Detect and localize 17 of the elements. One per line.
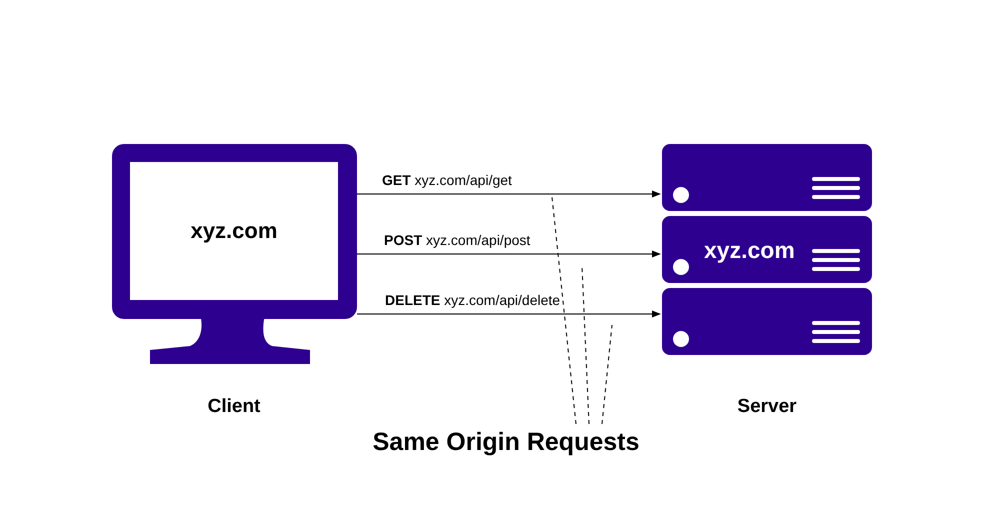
arrow	[356, 310, 661, 318]
edge-label: POST xyz.com/api/post	[384, 231, 530, 250]
edge-label: GET xyz.com/api/get	[382, 171, 512, 190]
server-unit	[662, 216, 872, 283]
server-text: xyz.com	[704, 236, 795, 265]
edge-label: DELETE xyz.com/api/delete	[385, 291, 560, 310]
caption-title: Same Origin Requests	[372, 427, 640, 458]
device-label: Client	[206, 395, 262, 419]
leader-line	[582, 266, 590, 424]
arrow	[356, 250, 661, 258]
leader-line	[552, 196, 576, 424]
device-label: Server	[736, 395, 798, 419]
screen-text: xyz.com	[190, 217, 278, 245]
server-unit	[662, 144, 872, 211]
server-unit	[662, 288, 872, 355]
arrow	[356, 190, 661, 198]
leader-line	[602, 324, 612, 424]
